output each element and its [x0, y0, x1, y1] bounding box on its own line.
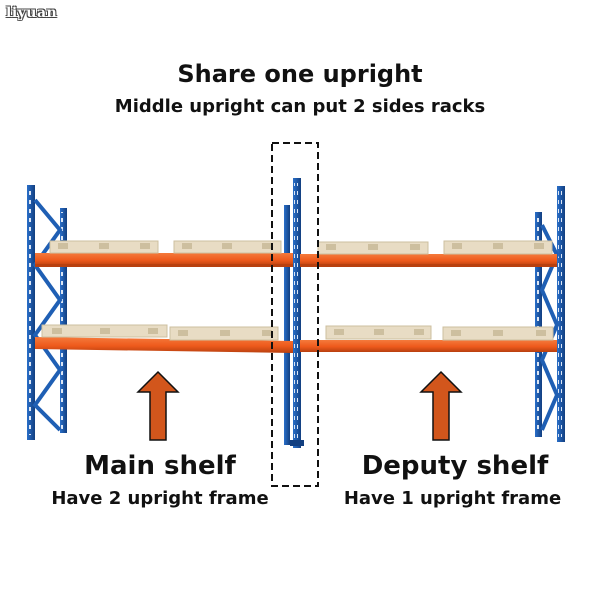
- lower-pallets: [41, 324, 554, 341]
- upper-beams: [35, 253, 557, 267]
- shared-upright-highlight-box: [271, 142, 319, 487]
- left-upright-frame: [27, 185, 67, 440]
- deputy-shelf-title: Deputy shelf: [361, 451, 549, 481]
- page-title: Share one upright: [177, 60, 423, 88]
- lower-beams: [35, 337, 557, 353]
- brand-logo: liyuan: [6, 5, 58, 21]
- right-upright-frame: [535, 186, 565, 442]
- upper-pallets: [49, 240, 553, 255]
- page-subtitle: Middle upright can put 2 sides racks: [114, 96, 486, 117]
- deputy-shelf-arrow-icon: [419, 370, 463, 441]
- main-shelf-note: Have 2 upright frame: [51, 488, 269, 509]
- main-shelf-title: Main shelf: [84, 451, 236, 481]
- shared-middle-upright: [284, 178, 304, 448]
- main-shelf-arrow-icon: [136, 370, 180, 441]
- deputy-shelf-note: Have 1 upright frame: [343, 488, 562, 509]
